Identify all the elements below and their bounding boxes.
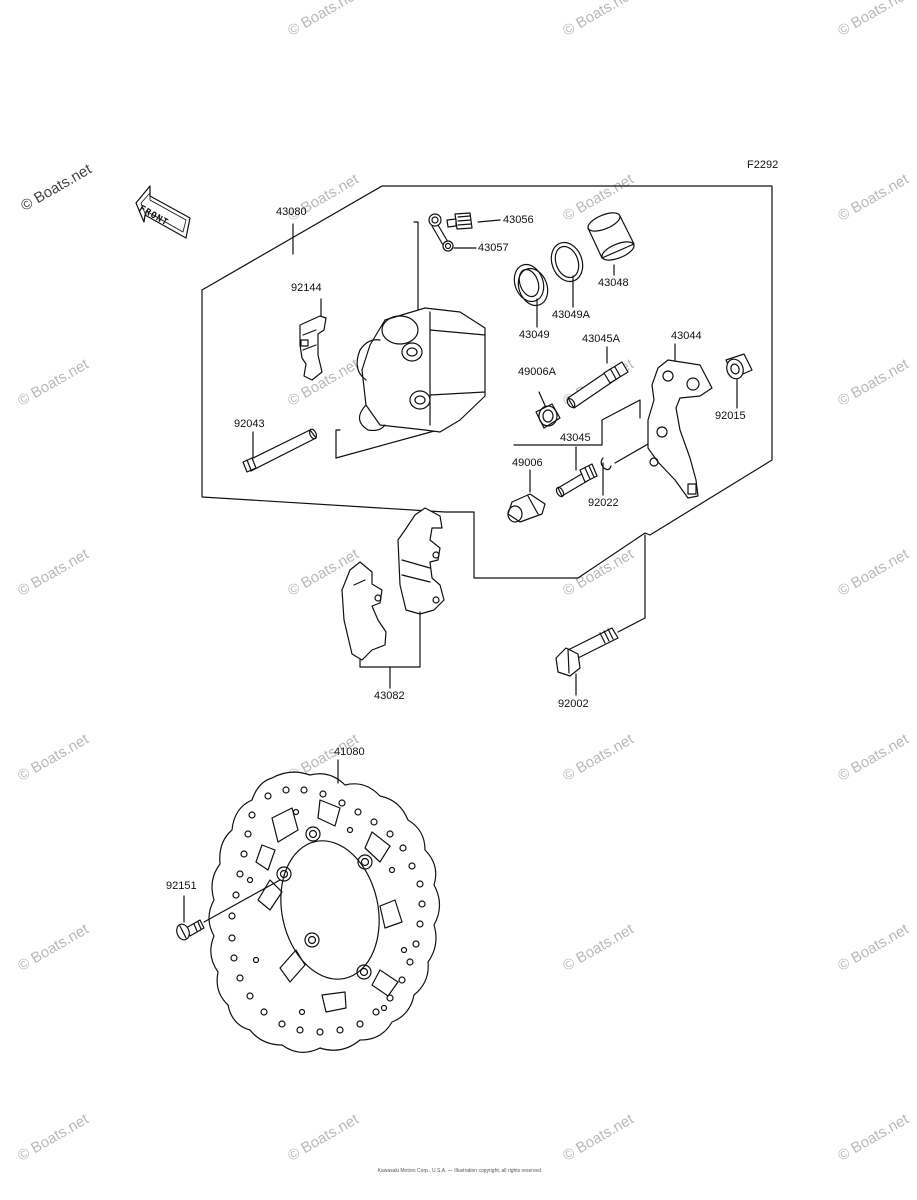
part-label-43049A[interactable]: 43049A <box>552 309 590 321</box>
slide-pin-a <box>566 361 629 409</box>
caliper-bracket <box>647 359 713 499</box>
caliper-pin <box>242 428 318 473</box>
part-label-92144[interactable]: 92144 <box>291 282 322 294</box>
part-label-43057[interactable]: 43057 <box>478 242 509 254</box>
bleeder-cap <box>428 213 454 252</box>
part-label-43080[interactable]: 43080 <box>276 206 307 218</box>
part-label-92002[interactable]: 92002 <box>558 698 589 710</box>
disc-screw <box>176 919 205 941</box>
copyright-notice: Kawasaki Motors Corp., U.S.A. — Illustra… <box>377 1168 543 1174</box>
part-label-49006A[interactable]: 49006A <box>518 366 556 378</box>
part-label-49006[interactable]: 49006 <box>512 457 543 469</box>
part-label-43045[interactable]: 43045 <box>560 432 591 444</box>
part-label-43082[interactable]: 43082 <box>374 690 405 702</box>
boot <box>507 493 546 523</box>
retaining-clip <box>600 457 612 471</box>
pad-spring <box>299 315 327 381</box>
part-label-43044[interactable]: 43044 <box>671 330 702 342</box>
piston <box>587 212 635 261</box>
brake-pad-outer <box>341 561 387 661</box>
part-label-43049[interactable]: 43049 <box>519 329 550 341</box>
diagram-code: F2292 <box>747 159 779 171</box>
boot-a <box>535 403 561 429</box>
piston-seal <box>513 263 549 307</box>
part-label-41080[interactable]: 41080 <box>334 746 365 758</box>
brake-disc <box>208 771 441 1053</box>
part-label-92151[interactable]: 92151 <box>166 880 197 892</box>
assembly-outline <box>201 185 773 579</box>
dust-seal <box>550 241 584 283</box>
front-arrow-icon <box>135 185 191 239</box>
part-label-92022[interactable]: 92022 <box>588 497 619 509</box>
part-label-43056[interactable]: 43056 <box>503 214 534 226</box>
part-label-43048[interactable]: 43048 <box>598 277 629 289</box>
caliper-body <box>356 307 486 433</box>
caliper-bolt <box>555 627 619 677</box>
bleeder-valve <box>446 212 473 230</box>
brake-pad-inner <box>397 507 445 615</box>
part-label-92043[interactable]: 92043 <box>234 418 265 430</box>
bracket-bushing <box>725 353 753 380</box>
part-label-92015[interactable]: 92015 <box>715 410 746 422</box>
slide-pin <box>555 463 598 498</box>
part-label-43045A[interactable]: 43045A <box>582 333 620 345</box>
